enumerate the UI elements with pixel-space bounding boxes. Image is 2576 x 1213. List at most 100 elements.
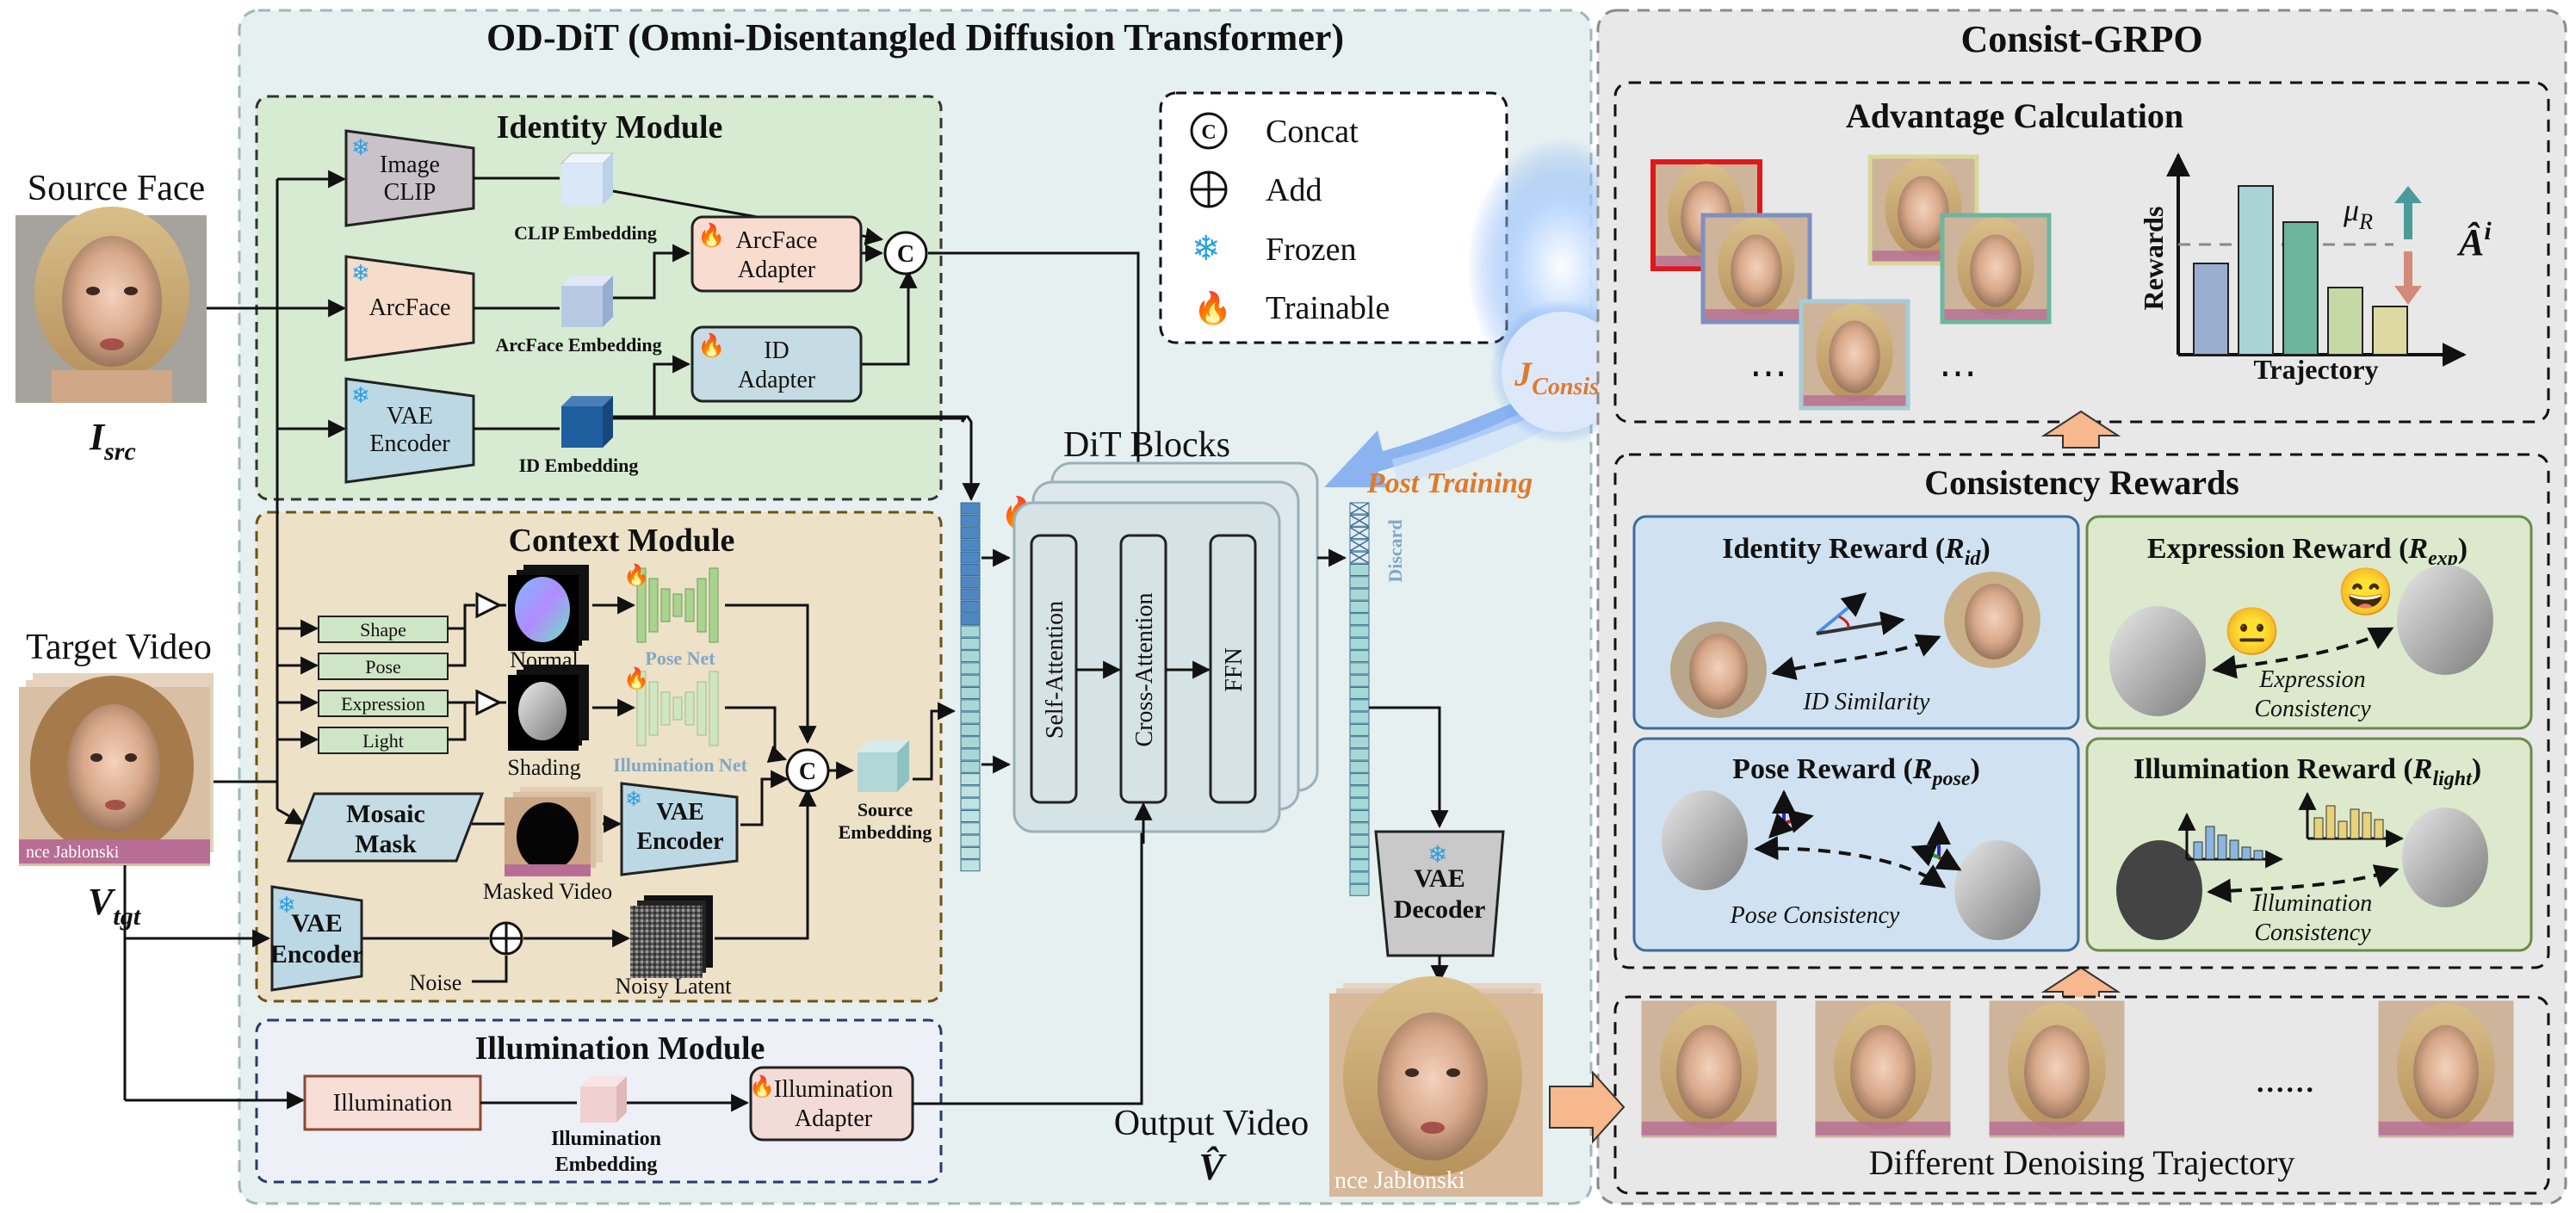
svg-text:ArcFace: ArcFace (736, 227, 818, 254)
output-token-cell (1349, 637, 1370, 650)
svg-text:CLIP: CLIP (384, 179, 437, 206)
svg-text:Pose: Pose (365, 656, 401, 678)
output-token-cell (1349, 859, 1370, 872)
illumination-net-label: Illumination Net (613, 754, 748, 776)
frozen-icon: ❄ (625, 789, 642, 811)
image-clip-encoder: Image CLIP (344, 129, 475, 227)
reward-axis-xlabel: Trajectory (2253, 354, 2378, 385)
token-cell (960, 822, 981, 835)
output-token-cell (1349, 613, 1370, 626)
noisy-latent-label: Noisy Latent (615, 974, 732, 999)
pose-consistency-caption: Pose Consistency (1730, 902, 1900, 929)
legend-concat: C Concat (1190, 112, 1359, 150)
trajectory-frames (1640, 999, 2515, 1139)
token-cell (960, 736, 981, 749)
token-cell (960, 723, 981, 736)
illumination-module-title: Illumination Module (475, 1030, 765, 1067)
token-cell (960, 797, 981, 810)
legend-add: Add (1190, 170, 1322, 208)
advantage-ellipsis: ⋯ (1939, 352, 1977, 394)
context-attribute-boxes: Shape Pose Expression Light (318, 616, 449, 754)
advantage-title: Advantage Calculation (1846, 96, 2183, 135)
output-to-trajectory-arrow (1549, 1070, 1625, 1144)
mosaic-mask: Mosaic Mask (286, 792, 485, 863)
vae-encoder-identity: VAE Encoder (344, 377, 475, 484)
dit-internal-connectors (1076, 548, 1347, 844)
token-cell (960, 748, 981, 761)
discard-label: Discard (1384, 519, 1406, 582)
input-connectors (123, 170, 347, 1110)
arcface-adapter: ArcFace Adapter (690, 215, 863, 293)
source-face-title: Source Face (28, 169, 205, 208)
trajectory-caption: Different Denoising Trajectory (1869, 1143, 2295, 1182)
source-symbol: Isrc (89, 416, 136, 466)
token-cell (960, 650, 981, 663)
source-embedding-cube (858, 740, 909, 792)
svg-text:Trainable: Trainable (1266, 290, 1390, 326)
svg-text:Shape: Shape (360, 619, 406, 641)
output-token-cell (1349, 871, 1370, 884)
up-arrow (2040, 410, 2121, 449)
output-token-cell (1349, 674, 1370, 687)
output-token-cell (1349, 810, 1370, 822)
svg-text:Self-Attention: Self-Attention (1042, 601, 1068, 739)
svg-text:C: C (799, 758, 816, 785)
advantage-face-thumbnails (1650, 154, 2052, 411)
face-thumbnail (1640, 999, 1778, 1139)
expression-consistency-arrow (2212, 627, 2394, 679)
shading-image (508, 665, 589, 751)
svg-text:Mosaic: Mosaic (346, 800, 425, 828)
illumination-net (636, 671, 719, 746)
svg-text:ID: ID (764, 337, 790, 364)
svg-text:Adapter: Adapter (795, 1105, 873, 1132)
masked-video-label: Masked Video (483, 879, 612, 904)
vae-encoder-context: VAE Encoder (620, 782, 739, 876)
svg-text:nce Jablonski: nce Jablonski (1334, 1167, 1465, 1194)
output-token-cell (1349, 736, 1370, 749)
token-cell (960, 576, 981, 589)
id-embedding-cube (561, 396, 613, 448)
svg-text:Light: Light (362, 730, 404, 752)
token-cell (960, 674, 981, 687)
token-cell (960, 687, 981, 699)
token-cell (960, 588, 981, 601)
output-token-cell (1349, 711, 1370, 724)
svg-text:nce Jablonski: nce Jablonski (26, 843, 120, 862)
svg-text:Mask: Mask (355, 830, 417, 858)
token-cell (960, 625, 981, 638)
svg-text:Adapter: Adapter (738, 257, 816, 283)
token-cell (960, 613, 981, 626)
self-attention-block: Self-Attention (1030, 534, 1078, 804)
token-cell (960, 637, 981, 650)
concat-node-identity: C (883, 231, 928, 275)
a-hat-label: Âi (2456, 217, 2492, 263)
output-token-cell (1349, 785, 1370, 798)
legend-trainable: 🔥 Trainable (1193, 290, 1390, 326)
svg-text:Decoder: Decoder (1394, 895, 1486, 924)
token-connectors (981, 548, 1012, 774)
target-video-image: nce Jablonski (19, 673, 214, 866)
token-cell (960, 502, 981, 515)
svg-text:Illumination: Illumination (774, 1076, 893, 1103)
output-token-cell (1349, 846, 1370, 859)
target-symbol: Vtgt (88, 881, 142, 931)
pose-net-label: Pose Net (645, 647, 715, 669)
clip-embedding-cube (560, 152, 615, 205)
j-consist-label: JConsist (1514, 355, 1607, 400)
consistency-rewards-title: Consistency Rewards (1924, 463, 2239, 502)
svg-text:Encoder: Encoder (636, 828, 723, 855)
illumination-adapter: Illumination Adapter (749, 1066, 914, 1142)
normal-map-image (508, 565, 589, 651)
noisy-latent-image (630, 895, 713, 978)
clip-embedding-label: CLIP Embedding (514, 222, 657, 244)
svg-text:C: C (897, 241, 914, 268)
noise-connector (472, 957, 508, 983)
token-cell (960, 551, 981, 564)
svg-text:Frozen: Frozen (1266, 232, 1357, 268)
face-thumbnail (1940, 213, 2052, 325)
face-thumbnail (2377, 999, 2515, 1139)
output-token-cell (1349, 834, 1370, 847)
token-cell (960, 564, 981, 576)
dit-to-decoder (1369, 706, 1449, 829)
